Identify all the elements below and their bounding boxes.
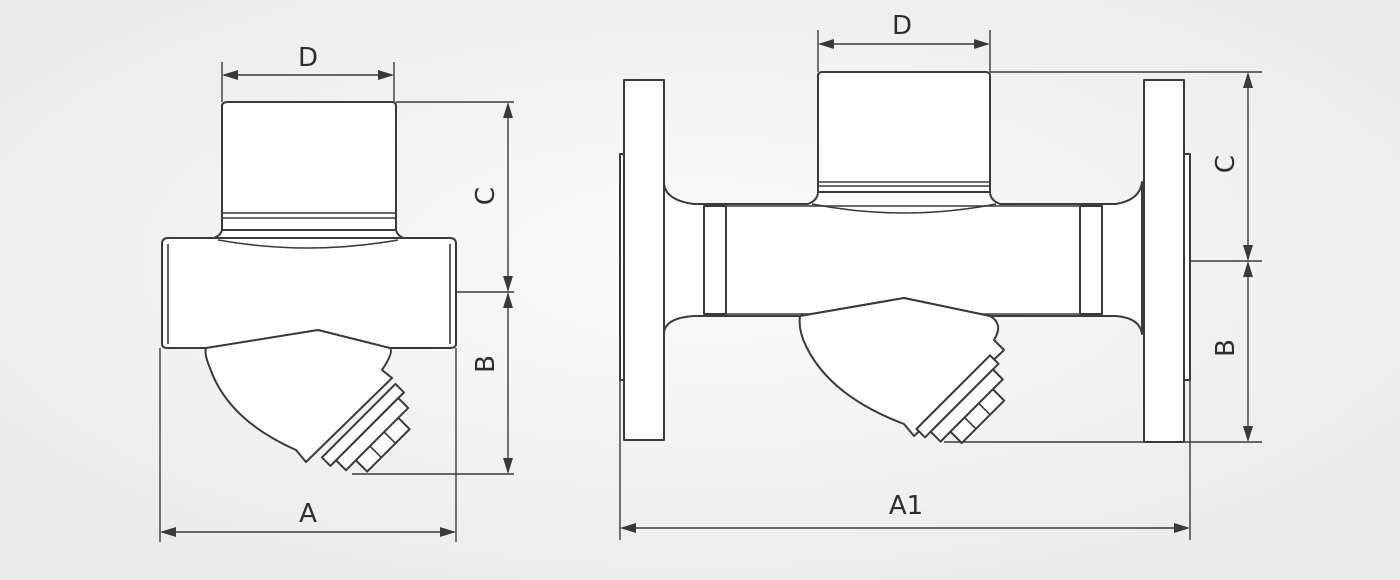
left-dim-c: C bbox=[471, 102, 513, 292]
right-drain-plug bbox=[915, 354, 1006, 445]
left-dim-a: A bbox=[160, 499, 456, 537]
right-dim-c-label: C bbox=[1211, 155, 1241, 173]
right-flange-right bbox=[1143, 79, 1191, 443]
left-dim-d: D bbox=[222, 43, 394, 80]
left-drain-plug bbox=[320, 382, 411, 473]
right-dim-c: C bbox=[1211, 72, 1253, 261]
right-cap bbox=[817, 71, 991, 197]
right-dim-d: D bbox=[818, 11, 990, 49]
right-dim-a1-label: A1 bbox=[889, 491, 923, 521]
left-dim-c-label: C bbox=[471, 187, 501, 205]
left-dim-a-label: A bbox=[299, 499, 317, 529]
left-dim-b: B bbox=[471, 292, 513, 474]
left-dim-d-label: D bbox=[298, 43, 318, 73]
right-dim-b: B bbox=[1211, 261, 1253, 442]
left-body bbox=[161, 237, 457, 349]
right-strainer-pocket bbox=[798, 297, 1005, 437]
right-body bbox=[663, 181, 1143, 335]
left-strainer-pocket bbox=[204, 329, 393, 463]
left-dim-b-label: B bbox=[471, 355, 501, 373]
right-dim-d-label: D bbox=[892, 11, 912, 41]
left-cap bbox=[221, 101, 397, 233]
right-flange-left bbox=[619, 79, 665, 441]
right-view: D C B A1 bbox=[619, 11, 1262, 540]
right-dim-b-label: B bbox=[1211, 339, 1241, 357]
left-view: D C B A bbox=[159, 43, 514, 542]
right-dim-a1: A1 bbox=[620, 491, 1190, 533]
